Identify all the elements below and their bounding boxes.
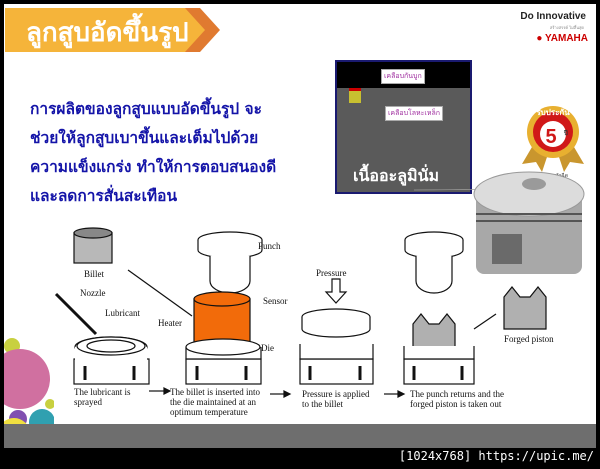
brand-name: YAMAHA <box>545 33 588 44</box>
label-steel-coating: เคลือบโลหะเหล็ก <box>385 106 443 121</box>
brand-sub: สร้างสรรค์ ไม่สิ้นสุด <box>549 25 584 30</box>
watermark: [1024x768] https://upic.me/ <box>398 449 594 463</box>
badge-unit: ปี <box>563 129 568 137</box>
warranty-badge: รับประกัน 5 ปี <box>522 106 584 172</box>
label-billet: Billet <box>84 269 104 279</box>
step-arrows <box>149 387 406 398</box>
body-line: ช่วยให้ลูกสูบเบาขึ้นและเต็มไปด้วย <box>30 128 259 147</box>
pressure-arrow <box>324 278 348 304</box>
label-aluminium: เนื้ออะลูมินั่ม <box>353 166 440 185</box>
die-step-3 <box>299 308 374 385</box>
label-heater: Heater <box>158 318 182 328</box>
punch-step-4 <box>404 231 464 294</box>
piston-photo <box>473 171 585 274</box>
micrograph-image: เคลือบกันบูก เคลือบโลหะเหล็ก เนื้ออะลูมิ… <box>335 60 472 194</box>
label-die: Die <box>261 343 274 353</box>
label-forged-piston: Forged piston <box>504 334 554 344</box>
decorative-gems <box>4 338 54 424</box>
label-pressure: Pressure <box>316 268 347 278</box>
nozzle <box>54 292 98 336</box>
title-banner <box>5 8 220 52</box>
label-coating: เคลือบกันบูก <box>381 69 425 84</box>
label-sensor: Sensor <box>263 296 288 306</box>
die-step-1 <box>73 336 150 385</box>
body-line: การผลิตของลูกสูบแบบอัดขึ้นรูป จะ <box>30 99 262 118</box>
die-step-2 <box>185 338 262 385</box>
body-line: และลดการสั่นสะเทือน <box>30 186 178 205</box>
brand-tagline: Do Innovative <box>520 11 586 22</box>
arrow-billet <box>127 269 193 317</box>
label-punch: Punch <box>258 241 281 251</box>
label-nozzle: Nozzle <box>80 288 106 298</box>
piston-step-4 <box>403 313 475 385</box>
badge-number: 5 <box>545 126 556 148</box>
billet <box>73 227 113 264</box>
forged-piston <box>503 286 547 330</box>
page-title: ลูกสูบอัดขึ้นรูป <box>26 18 189 48</box>
billet-heated <box>193 291 251 345</box>
footer-band <box>4 424 596 448</box>
badge-top: รับประกัน <box>536 108 570 117</box>
body-text: การผลิตของลูกสูบแบบอัดขึ้นรูป จะ ช่วยให้… <box>30 94 300 210</box>
body-line: ความแข็งแกร่ง ทำให้การตอบสนองดี <box>30 157 277 176</box>
punch-step-2 <box>197 231 263 294</box>
forging-diagram <box>54 227 547 398</box>
arrow-out <box>473 313 497 330</box>
yamaha-logo: ● YAMAHA <box>536 33 588 44</box>
label-lubricant: Lubricant <box>105 308 140 318</box>
slide: ลูกสูบอัดขึ้นรูป Do Innovative สร้างสรรค… <box>4 4 596 424</box>
